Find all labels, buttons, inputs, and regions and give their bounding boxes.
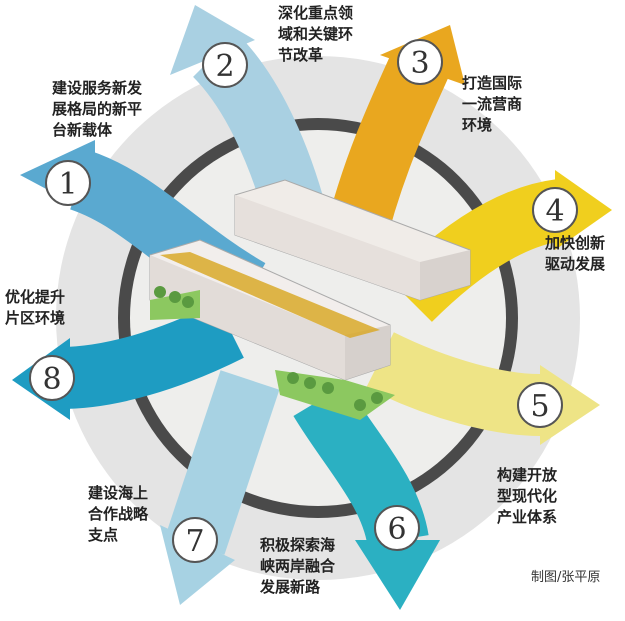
number-badge: [172, 517, 218, 563]
number-badge: [374, 505, 420, 551]
item-label-3: 打造国际 一流营商 环境: [462, 74, 523, 134]
number-badge: [532, 187, 578, 233]
item-label-7: 建设海上 合作战略 支点: [88, 484, 149, 544]
number-badge: [517, 382, 563, 428]
number-label: 2: [215, 49, 234, 84]
number-badge: [397, 39, 443, 85]
number-label: 4: [545, 194, 564, 229]
number-label: 1: [58, 167, 77, 202]
item-label-5: 构建开放 型现代化 产业体系: [497, 466, 558, 526]
item-label-4: 加快创新 驱动发展: [545, 234, 606, 273]
arrow-head: [555, 170, 612, 250]
number-label: 7: [185, 524, 204, 559]
number-label: 8: [42, 362, 61, 397]
number-badge: [202, 42, 248, 88]
number-label: 5: [530, 389, 549, 424]
number-label: 3: [410, 46, 429, 81]
item-label-6: 积极探索海 峡两岸融合 发展新路: [260, 536, 336, 596]
arrow-head: [355, 540, 440, 610]
arrow-head: [170, 5, 255, 75]
credit: 制图/张平原: [531, 570, 601, 585]
number-badge: [29, 355, 75, 401]
number-badge: [45, 160, 91, 206]
building-illustration: [149, 179, 471, 420]
arrow-head: [540, 365, 600, 445]
arrow-body: [59, 302, 244, 409]
number-label: 6: [387, 512, 406, 547]
item-label-8: 优化提升 片区环境: [5, 288, 66, 327]
item-label-2: 深化重点领 域和关键环 节改革: [278, 4, 354, 64]
item-label-1: 建设服务新发 展格局的新平 台新载体: [52, 79, 143, 139]
